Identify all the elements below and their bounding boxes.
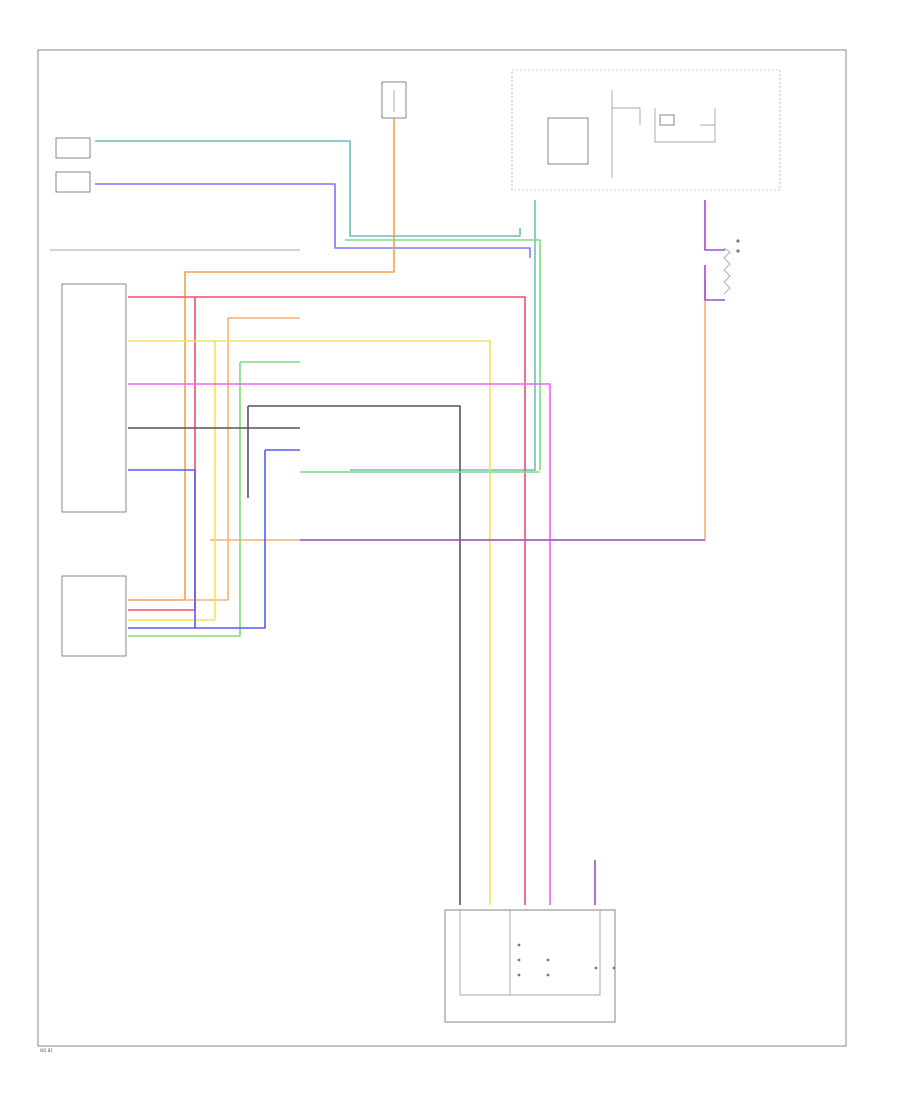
module-box-top-left-1 [55, 137, 91, 159]
relay-box-left [547, 117, 589, 165]
switch-dot-2 [517, 958, 521, 962]
switch-dot-4 [546, 958, 550, 962]
wire-blue-low [128, 449, 300, 629]
switch-dot-1 [517, 943, 521, 947]
wire-green-top [345, 239, 541, 470]
wire-red [128, 296, 526, 905]
component-box-lower [61, 575, 127, 657]
component-box-main [61, 283, 127, 513]
wires [95, 118, 725, 905]
wire-teal [95, 140, 536, 471]
relay-coil [659, 114, 675, 126]
switch-dot-3 [517, 973, 521, 977]
wire-yellow [128, 340, 491, 905]
wire-violet [300, 200, 725, 905]
bottom-module-box [444, 909, 616, 1023]
bottom-module-inner [459, 910, 601, 996]
wire-magenta [128, 383, 551, 905]
wire-green-mid [128, 361, 300, 637]
switch-dot-6 [594, 966, 598, 970]
wire-blue-top [95, 183, 531, 258]
relay-contact-lines [611, 90, 716, 178]
coil-symbol [723, 247, 731, 295]
ground-dot-a [736, 239, 740, 243]
switch-dot-5 [546, 973, 550, 977]
switch-dot-7 [612, 966, 616, 970]
ground-dot-b [736, 249, 740, 253]
wire-gray [128, 405, 461, 905]
sheet-reference: W2 81 [40, 1048, 53, 1053]
diagram-frame [37, 49, 847, 1047]
wire-orange [128, 118, 395, 601]
power-distribution-box [511, 69, 781, 191]
module-box-top-left-2 [55, 171, 91, 193]
